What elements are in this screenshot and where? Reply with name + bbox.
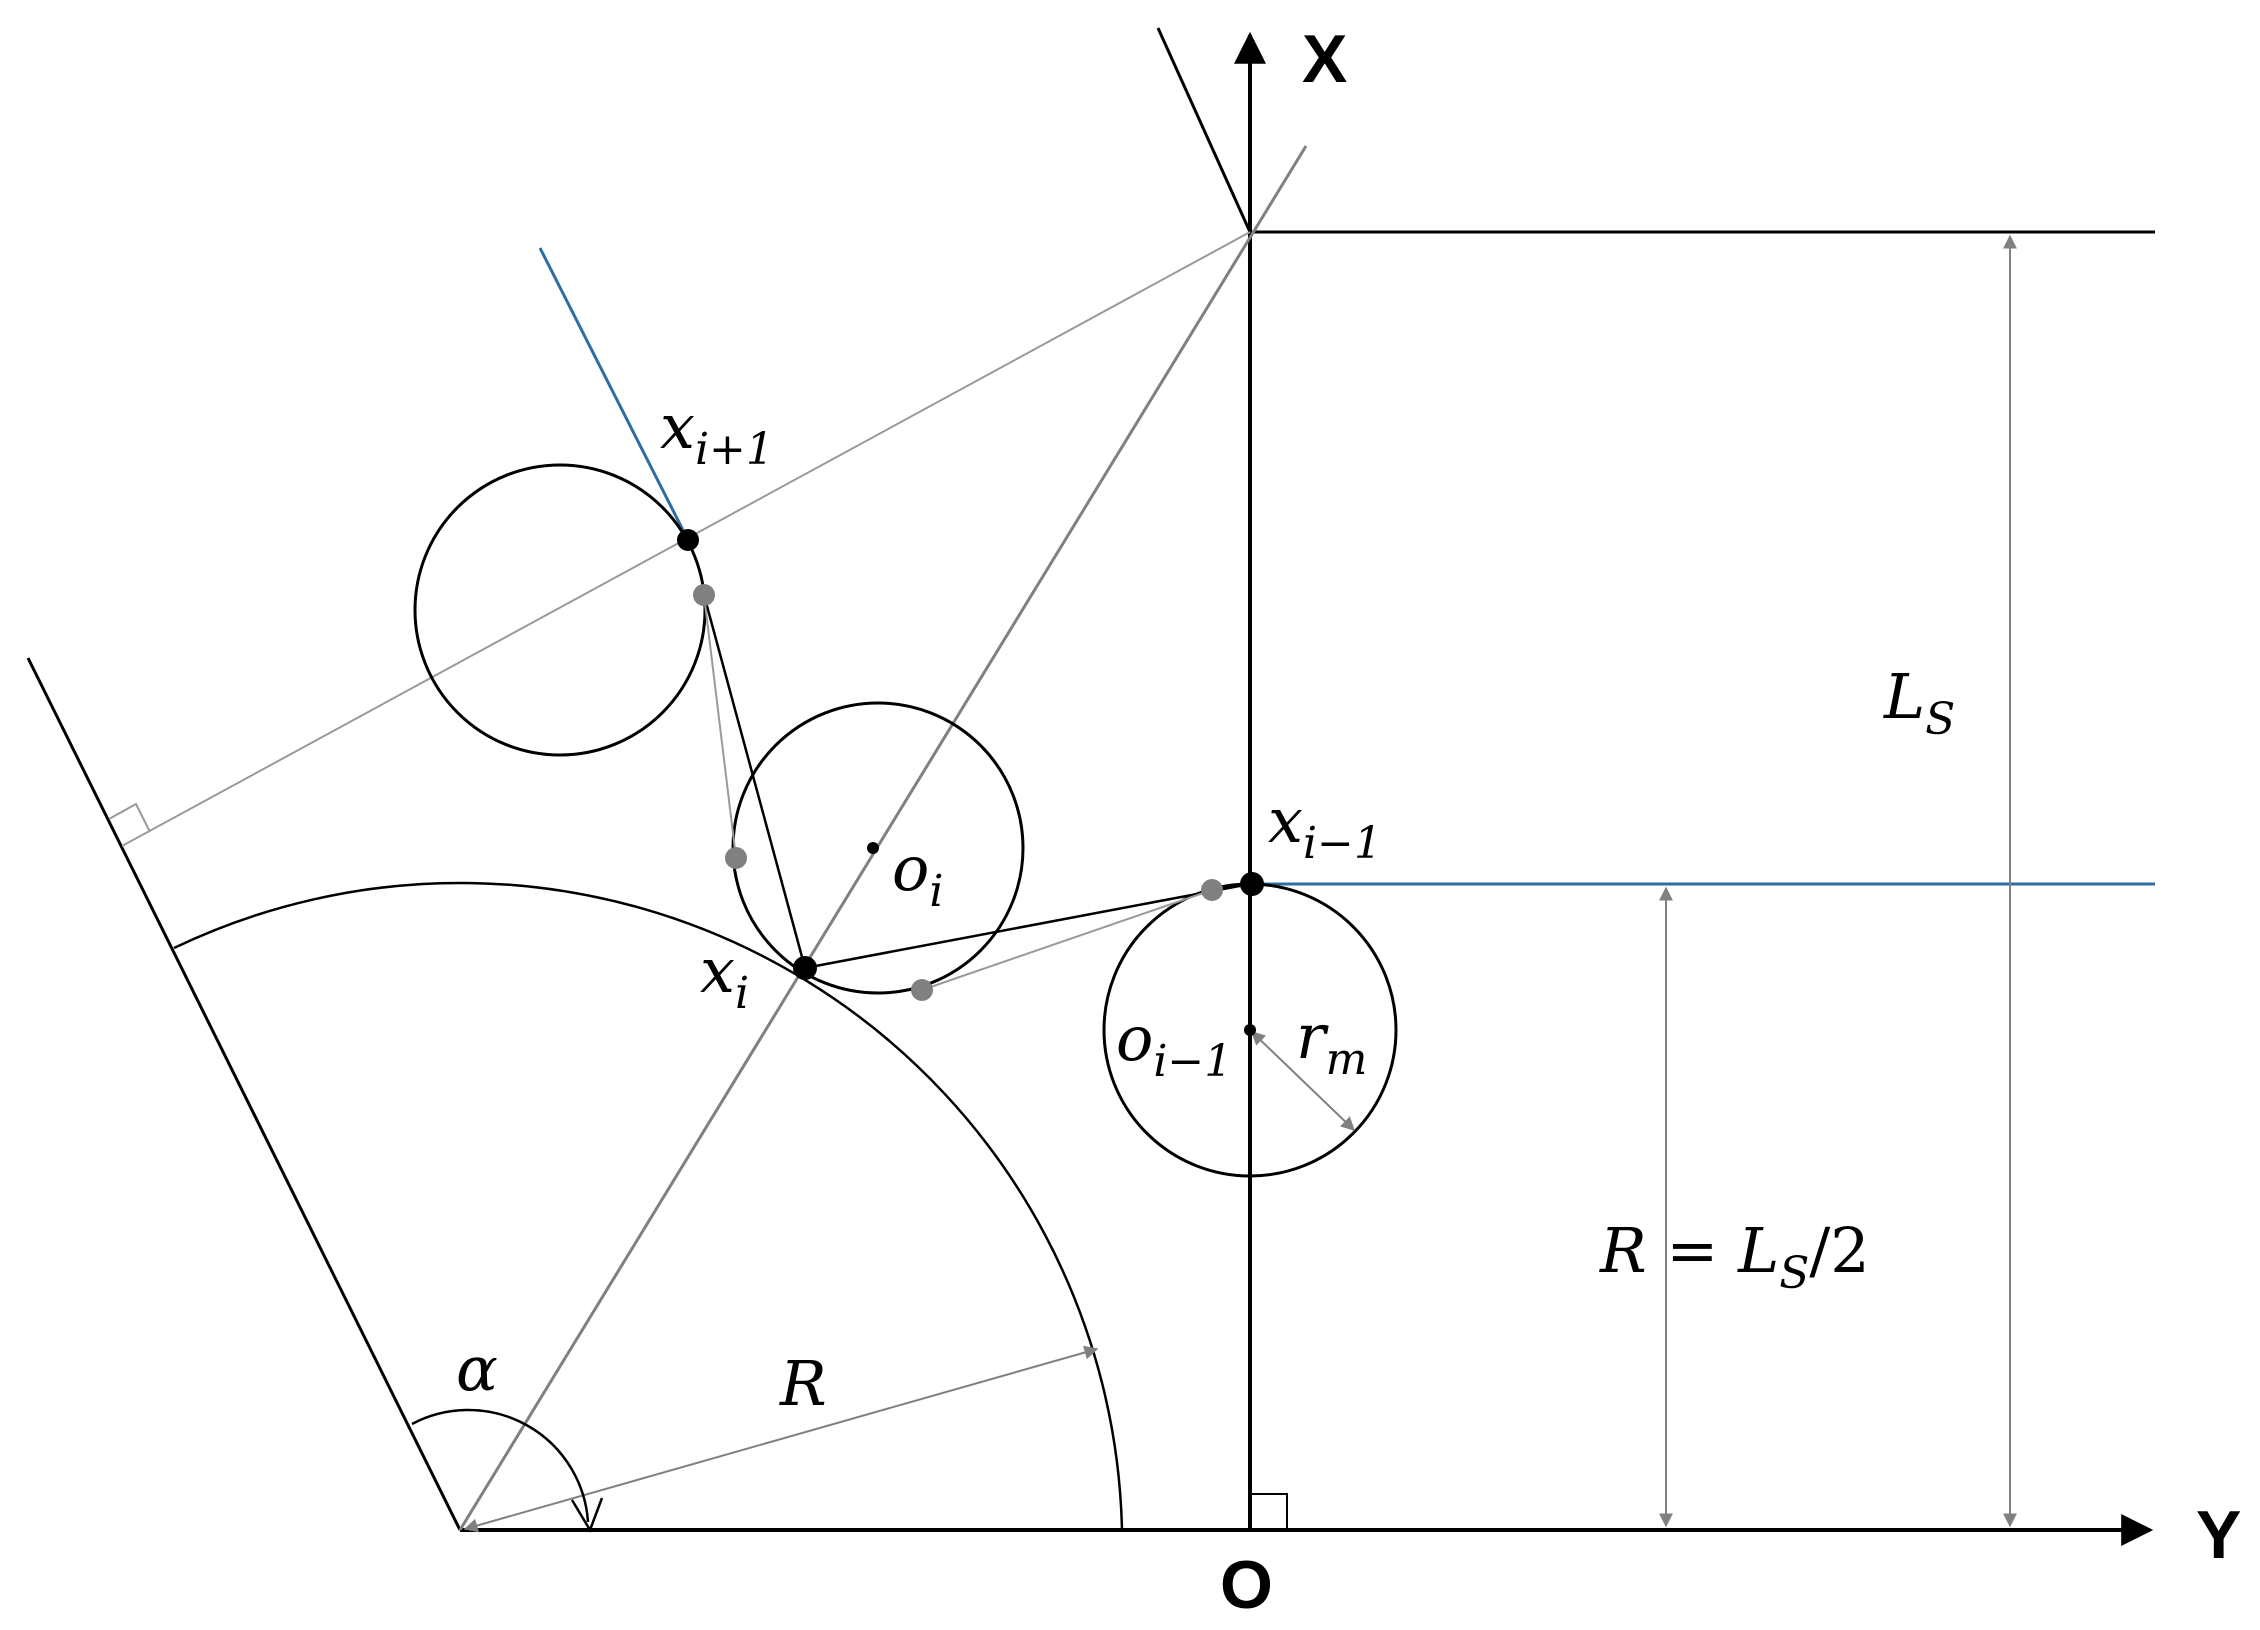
connector-black-1 — [702, 594, 807, 969]
connector-gray-2 — [921, 889, 1213, 991]
label-x-cur: xi — [700, 934, 749, 1019]
point-x-cur — [793, 956, 817, 980]
radius-arrow — [463, 1345, 1099, 1533]
right-angle-marker-origin — [1250, 1493, 1288, 1530]
right-angle-marker-left — [108, 802, 151, 833]
label-Ls: LS — [1883, 660, 1955, 745]
label-o-prev: oi−1 — [1116, 1002, 1232, 1087]
point-x-prev — [1240, 872, 1264, 896]
gray-point-1 — [693, 584, 715, 606]
gray-point-4 — [1201, 879, 1223, 901]
label-x-next: xi+1 — [660, 390, 774, 475]
radius-arc — [173, 881, 1124, 1531]
label-o-cur: oi — [892, 832, 943, 917]
label-alpha: α — [456, 1332, 498, 1405]
x-axis-label: X — [1302, 21, 1347, 97]
y-axis-label: Y — [2196, 1497, 2241, 1573]
point-x-next — [677, 529, 699, 551]
bisector-line — [458, 145, 1308, 1531]
rm-arrow — [1250, 1031, 1356, 1131]
label-x-prev: xi−1 — [1268, 784, 1382, 869]
connector-black-2 — [804, 882, 1251, 970]
alpha-arc — [411, 1408, 590, 1523]
top-boundary-line — [1156, 27, 1252, 233]
blue-tangent-line — [538, 247, 690, 541]
gray-point-3 — [911, 979, 933, 1001]
label-R-equals-Ls-half: R = LS/2 — [1599, 1214, 1870, 1299]
gray-point-2 — [725, 847, 747, 869]
origin-label: O — [1220, 1547, 1273, 1623]
point-o-prev — [1244, 1024, 1256, 1036]
circle-top — [413, 463, 707, 757]
alpha-arrowhead — [570, 1497, 604, 1533]
connector-gray-1 — [703, 594, 737, 859]
left-boundary-line — [26, 657, 462, 1531]
point-o-cur — [867, 842, 879, 854]
label-r-m: rm — [1296, 1000, 1367, 1085]
label-R: R — [779, 1347, 827, 1420]
